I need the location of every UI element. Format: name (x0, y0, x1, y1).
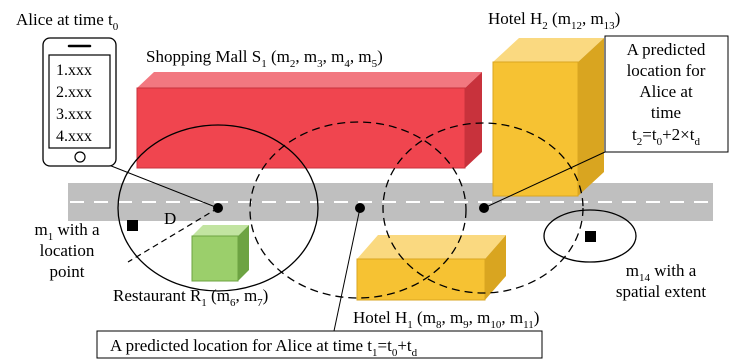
svg-text:spatial extent: spatial extent (616, 282, 706, 301)
hotel-h2-box (492, 38, 604, 197)
mall-label-segment: , m (323, 47, 345, 66)
prediction-t2-formula: t2=t0+2×td (632, 125, 700, 148)
phone: 1.xxx 2.xxx 3.xxx 4.xxx (42, 37, 117, 167)
pred2-formula-segment: 2 (637, 136, 643, 148)
hotel1-label-segment: 11 (523, 319, 534, 331)
m14-point (585, 231, 596, 242)
pred2-formula-segment: +2×t (662, 125, 695, 144)
restaurant-label-segment: ) (263, 286, 269, 305)
mall-label-segment: (m (267, 47, 290, 66)
prediction-t1-callout: A predicted location for Alice at time t… (96, 330, 543, 359)
hotel1-label-segment: , m (441, 308, 463, 327)
t2-connector (483, 151, 606, 209)
pred1-label-segment: =t (378, 336, 393, 355)
svg-text:location: location (40, 241, 95, 260)
hotel1-label-segment: 9 (463, 319, 469, 331)
mall-label-segment: ) (377, 47, 383, 66)
mall-label-segment: 5 (372, 58, 378, 70)
svg-text:point: point (50, 262, 85, 281)
pred1-label-segment: d (412, 347, 418, 359)
t1-connector (333, 207, 361, 332)
svg-text:m14 with a: m14 with a (626, 261, 697, 284)
prediction-t2-line-1: A predicted (627, 40, 706, 59)
hotel-h1-label: Hotel H1 (m8, m9, m10, m11) (353, 308, 539, 331)
hotel1-label-segment: (m (413, 308, 436, 327)
mall-label-segment: 2 (290, 58, 296, 70)
restaurant-label-segment: 7 (257, 297, 263, 309)
hotel1-label-segment: 1 (407, 319, 413, 331)
hotel2-label-segment: Hotel H (488, 9, 542, 28)
hotel2-label-segment: , m (582, 9, 604, 28)
restaurant-label-segment: (m (207, 286, 230, 305)
pred2-formula-segment: 0 (657, 136, 663, 148)
alice-caption: Alice at time t0 (16, 10, 119, 33)
pred2-formula-segment: =t (642, 125, 657, 144)
prediction-t2-line-2: location for (627, 61, 706, 80)
mall-label-segment: , m (295, 47, 317, 66)
prediction-t2-callout: A predicted location for Alice at time t… (604, 35, 729, 153)
mall-label-segment: 3 (317, 58, 323, 70)
range-circle-t0 (117, 124, 319, 292)
m1-label: m1 with a location point (34, 220, 99, 281)
range-circle-t2 (382, 122, 584, 294)
hotel1-label-segment: , m (501, 308, 523, 327)
m14-line1-segment: with a (650, 261, 697, 280)
m1-location-point (127, 220, 138, 231)
mall-label-segment: 4 (344, 58, 350, 70)
restaurant-label-segment: Restaurant R (113, 286, 202, 305)
range-circle-t1 (249, 121, 467, 299)
svg-text:m1 with a: m1 with a (34, 220, 99, 243)
mall-label-segment: , m (350, 47, 372, 66)
hotel1-label-segment: 8 (436, 319, 442, 331)
m14-spatial-extent (543, 209, 637, 263)
phone-list-item-1: 1.xxx (56, 62, 92, 79)
hotel1-label-segment: ) (534, 308, 540, 327)
restaurant-label-segment: , m (235, 286, 257, 305)
hotel2-label-segment: 12 (571, 20, 582, 32)
hotel-h1-box (356, 235, 506, 301)
radius-d-label: D (164, 209, 176, 228)
phone-list-item-2: 2.xxx (56, 84, 92, 101)
restaurant-box (191, 225, 249, 282)
radius-d-line (127, 207, 219, 263)
pred2-formula-segment: d (694, 136, 700, 148)
phone-home-button (74, 151, 86, 163)
m14-line1-segment: m (626, 261, 639, 280)
pred2-formula-segment: t (632, 125, 637, 144)
shopping-mall-label: Shopping Mall S1 (m2, m3, m4, m5) (146, 47, 383, 70)
m14-label: m14 with a spatial extent (616, 261, 706, 301)
hotel2-label-segment: ) (615, 9, 621, 28)
svg-text:A predicted location for Alice: A predicted location for Alice at time t… (110, 336, 418, 359)
restaurant-label-segment: 6 (230, 297, 236, 309)
phone-list-item-4: 4.xxx (56, 128, 92, 145)
hotel2-label-segment: 2 (542, 20, 548, 32)
restaurant-label-segment: 1 (201, 297, 207, 309)
mall-label-segment: Shopping Mall S (146, 47, 261, 66)
restaurant-label: Restaurant R1 (m6, m7) (113, 286, 268, 309)
hotel1-label-segment: Hotel H (353, 308, 407, 327)
pred1-label-segment: +t (397, 336, 412, 355)
pred1-label-segment: 0 (392, 347, 398, 359)
hotel1-label-segment: , m (469, 308, 491, 327)
mall-label-segment: 1 (261, 58, 267, 70)
phone-list-item-3: 3.xxx (56, 106, 92, 123)
hotel2-label-segment: 13 (604, 20, 616, 32)
pred1-label-segment: 1 (372, 347, 378, 359)
t0-connector (95, 159, 219, 209)
shopping-mall-box (136, 72, 482, 169)
hotel-h2-label: Hotel H2 (m12, m13) (488, 9, 620, 32)
hotel2-label-segment: (m (548, 9, 571, 28)
pred1-label-segment: A predicted location for Alice at time t (110, 336, 372, 355)
m14-line1-segment: 14 (639, 272, 651, 284)
hotel1-label-segment: 10 (490, 319, 502, 331)
prediction-t2-line-3: Alice at (639, 82, 693, 101)
prediction-t2-line-4: time (651, 103, 681, 122)
